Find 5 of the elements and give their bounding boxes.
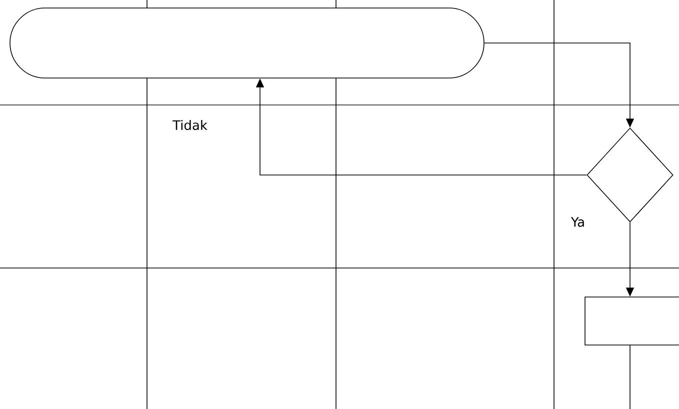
- decision-diamond: [586, 128, 674, 222]
- edge-label: Ya: [570, 216, 586, 228]
- terminator-shape: [10, 8, 484, 78]
- edge-label: Tidak: [172, 118, 208, 132]
- process-box: [584, 296, 679, 346]
